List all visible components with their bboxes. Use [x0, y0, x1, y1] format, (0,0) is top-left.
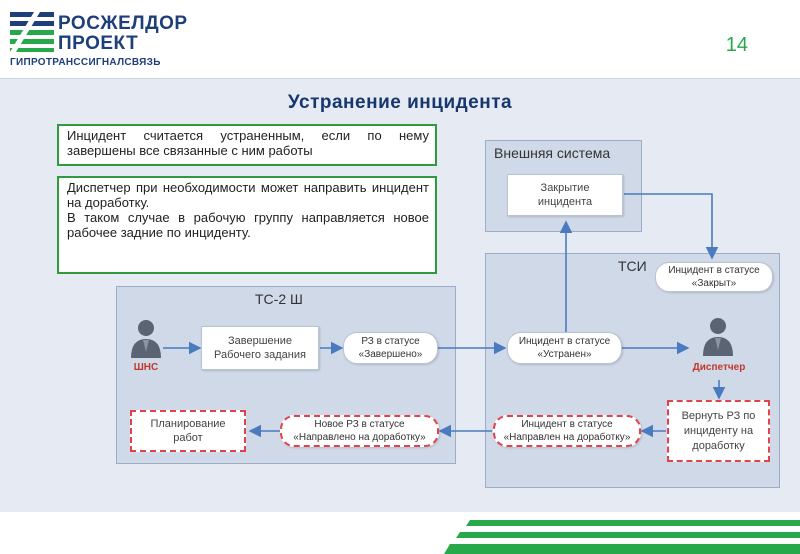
- system-external-label: Внешняя система: [494, 145, 611, 161]
- page-number: 14: [725, 34, 748, 56]
- note-dispatcher-text-2: В таком случае в рабочую группу направля…: [67, 210, 429, 240]
- shns-person-icon: [131, 320, 161, 358]
- note-incident-fixed: Инцидент считается устраненным, если по …: [57, 124, 437, 166]
- node-incident-rework-label: Инцидент в статусе «Направлен на доработ…: [503, 419, 631, 443]
- node-incident-closed: Инцидент в статусе «Закрыт»: [655, 262, 773, 292]
- logo-subtitle: ГИПРОТРАНССИГНАЛСВЯЗЬ: [10, 57, 161, 68]
- note-dispatcher-text-1: Диспетчер при необходимости может направ…: [67, 180, 429, 210]
- node-incident-fixed: Инцидент в статусе «Устранен»: [507, 332, 622, 364]
- system-ts2-label: ТС-2 Ш: [255, 291, 303, 307]
- node-return-rz: Вернуть РЗ по инциденту на доработку: [667, 400, 770, 462]
- node-plan-work: Планирование работ: [130, 410, 246, 452]
- node-finish-task-label: Завершение Рабочего задания: [214, 335, 306, 361]
- node-close-incident: Закрытие инцидента: [507, 174, 623, 216]
- system-tsi-label: ТСИ: [618, 258, 647, 274]
- slide-title: Устранение инцидента: [287, 92, 513, 113]
- node-incident-rework: Инцидент в статусе «Направлен на доработ…: [493, 415, 641, 447]
- node-finish-task: Завершение Рабочего задания: [201, 326, 319, 370]
- node-rz-done: РЗ в статусе «Завершено»: [343, 332, 438, 364]
- node-new-rz-label: Новое РЗ в статусе «Направлено на дорабо…: [293, 419, 426, 443]
- logo-text-line1: РОСЖЕЛДОР: [58, 13, 188, 34]
- node-new-rz: Новое РЗ в статусе «Направлено на дорабо…: [280, 415, 439, 447]
- node-plan-work-label: Планирование работ: [150, 418, 226, 444]
- node-close-incident-label: Закрытие инцидента: [537, 182, 593, 208]
- header: РОСЖЕЛДОР ПРОЕКТ ГИПРОТРАНССИГНАЛСВЯЗЬ 1…: [0, 0, 800, 78]
- shns-label: ШНС: [133, 362, 159, 373]
- node-rz-done-label: РЗ в статусе «Завершено»: [358, 336, 423, 360]
- arrow-close-to-closed: [624, 193, 719, 260]
- node-incident-fixed-label: Инцидент в статусе «Устранен»: [518, 336, 611, 360]
- note-incident-fixed-text: Инцидент считается устраненным, если по …: [67, 128, 429, 158]
- node-return-rz-label: Вернуть РЗ по инциденту на доработку: [681, 409, 756, 452]
- dispatcher-person-icon: [703, 318, 733, 356]
- dispatcher-label: Диспетчер: [692, 362, 746, 373]
- footer-stripe-icon: [444, 520, 800, 554]
- note-dispatcher-rework: Диспетчер при необходимости может направ…: [57, 176, 437, 274]
- company-logo-icon: [10, 12, 54, 52]
- logo-text-line2: ПРОЕКТ: [58, 33, 139, 54]
- node-incident-closed-label: Инцидент в статусе «Закрыт»: [668, 265, 760, 289]
